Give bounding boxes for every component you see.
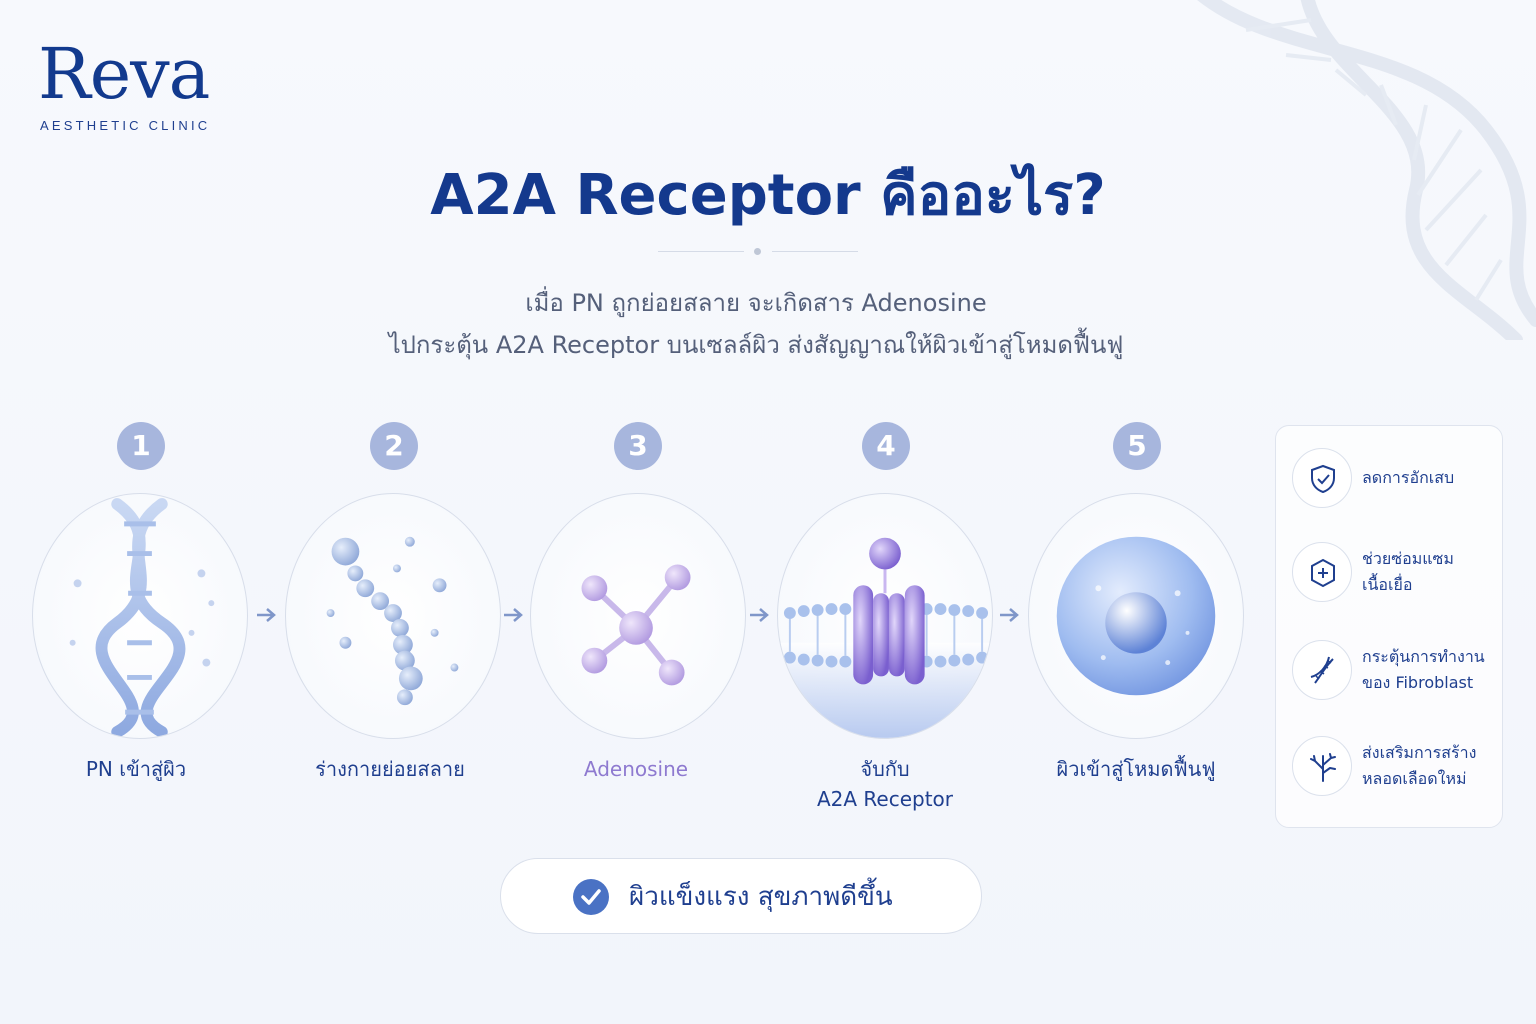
step-1-illustration (32, 493, 248, 739)
benefit-text: เนื้อเยื่อ (1362, 575, 1413, 594)
benefit-text: ของ Fibroblast (1362, 673, 1474, 692)
shield-plus-icon (1311, 558, 1335, 588)
benefit-text: ลดการอักเสบ (1362, 468, 1455, 487)
check-circle-icon (573, 879, 609, 915)
step-2-number: 2 (370, 422, 418, 470)
benefit-text: ช่วยซ่อมแซม (1362, 549, 1454, 568)
result-banner: ผิวแข็งแรง สุขภาพดีขึ้น (500, 858, 982, 934)
title-divider (658, 247, 858, 257)
subtitle-line-1: เมื่อ PN ถูกย่อยสลาย จะเกิดสาร Adenosine (525, 289, 987, 317)
membrane-receptor-icon (778, 537, 992, 738)
molecule-icon (581, 564, 691, 686)
step-1-label: PN เข้าสู่ผิว (85, 757, 187, 781)
arrow-right-icon (504, 608, 523, 622)
benefit-item: ช่วยซ่อมแซม เนื้อเยื่อ (1292, 542, 1502, 602)
clinic-logo: Reva AESTHETIC CLINIC (38, 34, 210, 133)
step-4-label: จับกับ A2A Receptor (765, 754, 1005, 814)
benefit-item: กระตุ้นการทำงาน ของ Fibroblast (1292, 640, 1502, 700)
step-4-label-line-1: จับกับ (860, 757, 910, 781)
blood-vessel-icon (1310, 753, 1336, 782)
benefit-text: กระตุ้นการทำงาน (1362, 647, 1485, 666)
benefit-text: หลอดเลือดใหม่ (1362, 769, 1467, 788)
step-4-label-line-2: A2A Receptor (816, 787, 954, 811)
dna-background-icon (1197, 0, 1536, 340)
step-3-illustration (530, 493, 746, 739)
cell-icon (1056, 536, 1216, 696)
step-5-number: 5 (1113, 422, 1161, 470)
step-5-illustration (1028, 493, 1244, 739)
step-5-label: ผิวเข้าสู่โหมดฟื้นฟู (1056, 757, 1216, 781)
step-1-number: 1 (117, 422, 165, 470)
dna-icon (1310, 656, 1334, 684)
step-3-number: 3 (614, 422, 662, 470)
logo-wordmark: Reva (38, 33, 210, 115)
subtitle-line-2: ไปกระตุ้น A2A Receptor บนเซลล์ผิว ส่งสัญ… (388, 331, 1124, 359)
step-2-illustration (285, 493, 501, 739)
arrow-right-icon (1000, 608, 1019, 622)
benefits-panel: ลดการอักเสบ ช่วยซ่อมแซม เนื้อเยื่อ กระตุ… (1275, 425, 1503, 828)
arrow-right-icon (750, 608, 769, 622)
dna-strand-icon (69, 498, 215, 738)
broken-chain-icon (326, 536, 459, 706)
benefit-item: ส่งเสริมการสร้าง หลอดเลือดใหม่ (1292, 736, 1502, 796)
benefit-text: ส่งเสริมการสร้าง (1362, 743, 1477, 762)
benefit-item: ลดการอักเสบ (1292, 448, 1502, 508)
page-title: A2A Receptor คืออะไร? (430, 163, 1106, 228)
result-text: ผิวแข็งแรง สุขภาพดีขึ้น (629, 882, 893, 912)
logo-tagline: AESTHETIC CLINIC (40, 118, 211, 133)
step-2-label: ร่างกายย่อยสลาย (315, 757, 465, 781)
arrow-right-icon (257, 608, 276, 622)
step-4-number: 4 (862, 422, 910, 470)
step-3-label: Adenosine (583, 757, 689, 781)
step-4-illustration (777, 493, 993, 739)
shield-check-icon (1311, 464, 1335, 494)
